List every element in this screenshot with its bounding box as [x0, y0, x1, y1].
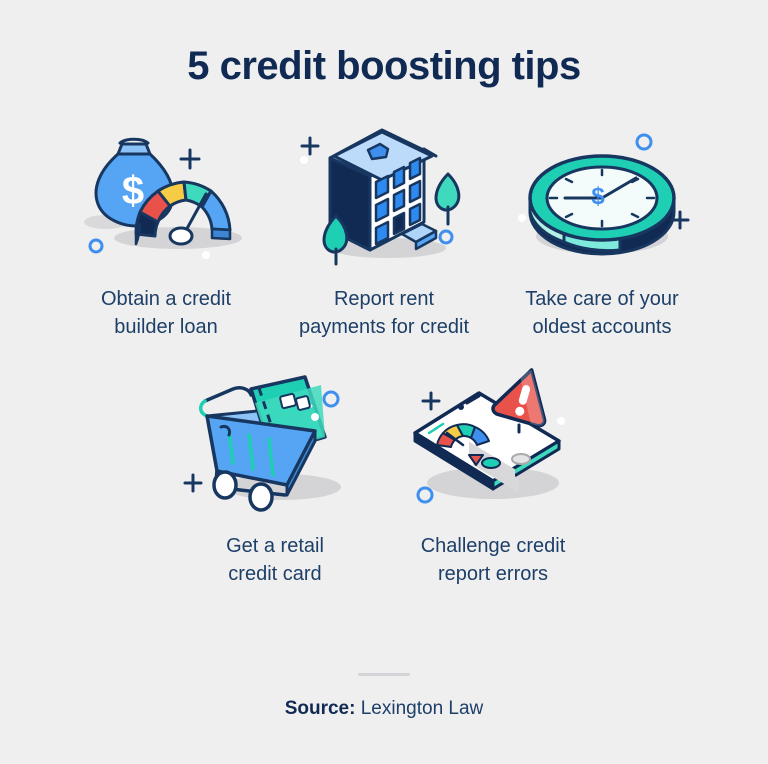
tip-label-line1: Obtain a credit: [100, 288, 232, 310]
phone-report-alert-icon: [393, 359, 593, 524]
tip-label: Obtain a credit builder loan: [101, 285, 231, 341]
tip-card-oldest-accounts: $ Take care of your oldest accounts: [493, 112, 711, 341]
tip-label-line2: report errors: [437, 563, 549, 585]
tips-grid: $: [34, 112, 734, 588]
tips-row-bottom: Get a retail credit card: [34, 359, 734, 588]
source-label: Source:: [284, 698, 356, 719]
footer: Source: Lexington Law: [0, 673, 768, 720]
tip-label: Challenge credit report errors: [421, 532, 566, 588]
tip-label-line1: Report rent: [333, 288, 435, 310]
page-title: 5 credit boosting tips: [187, 44, 581, 88]
tip-card-retail-credit-card: Get a retail credit card: [166, 359, 384, 588]
tip-label: Get a retail credit card: [226, 532, 324, 588]
tip-label: Report rent payments for credit: [299, 285, 469, 341]
tip-label-line2: oldest accounts: [532, 316, 672, 338]
clock-dollar-icon: $: [502, 112, 702, 277]
source-attribution: Source: Lexington Law: [285, 698, 484, 720]
tip-label-line2: builder loan: [114, 316, 218, 338]
footer-divider: [358, 673, 410, 676]
tip-card-challenge-errors: Challenge credit report errors: [384, 359, 602, 588]
svg-text:$: $: [591, 183, 605, 210]
tip-label: Take care of your oldest accounts: [525, 285, 678, 341]
money-bag-gauge-icon: $: [66, 112, 266, 277]
shopping-cart-card-icon: [175, 359, 375, 524]
tips-row-top: $: [34, 112, 734, 341]
tip-card-report-rent: Report rent payments for credit: [275, 112, 493, 341]
tip-label-line1: Challenge credit: [420, 535, 566, 557]
tip-label-line2: credit card: [228, 563, 322, 585]
tip-card-credit-builder-loan: $: [57, 112, 275, 341]
apartment-building-icon: [284, 112, 484, 277]
tip-label-line1: Take care of your: [525, 288, 679, 310]
tip-label-line2: payments for credit: [298, 316, 470, 338]
source-name: Lexington Law: [360, 698, 484, 719]
tip-label-line1: Get a retail: [226, 535, 324, 557]
svg-text:$: $: [122, 169, 144, 213]
